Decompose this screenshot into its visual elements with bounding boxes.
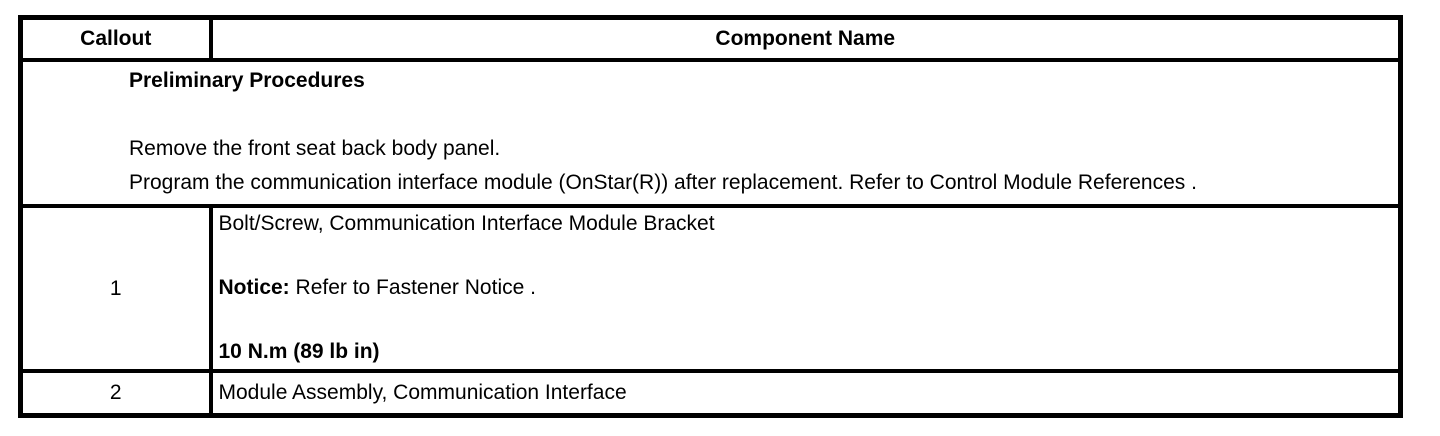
notice-label: Notice: xyxy=(218,276,290,299)
notice-text: Refer to Fastener Notice . xyxy=(289,276,536,299)
table-header-row: Callout Component Name xyxy=(18,15,1403,62)
callout-number-2: 2 xyxy=(18,369,213,418)
preliminary-procedures-cell: Preliminary Procedures Remove the front … xyxy=(18,58,1403,208)
preliminary-step-1: Remove the front seat back body panel. xyxy=(129,137,501,160)
callout-number-1: 1 xyxy=(18,204,213,373)
component-cell-1: Bolt/Screw, Communication Interface Modu… xyxy=(208,204,1403,373)
callout-column-header: Callout xyxy=(18,15,213,62)
table-row-callout-2: 2 Module Assembly, Communication Interfa… xyxy=(18,369,1403,418)
component-name-text: Module Assembly, Communication Interface xyxy=(218,381,627,404)
notice-line: Notice: Refer to Fastener Notice . xyxy=(219,272,1391,304)
component-callout-table: Callout Component Name Preliminary Proce… xyxy=(18,15,1403,418)
component-name-text: Bolt/Screw, Communication Interface Modu… xyxy=(218,212,715,235)
component-name-column-header: Component Name xyxy=(208,15,1403,62)
preliminary-procedures-row: Preliminary Procedures Remove the front … xyxy=(18,58,1403,208)
preliminary-procedures-title: Preliminary Procedures xyxy=(129,69,365,92)
spacer xyxy=(219,240,1391,272)
spacer xyxy=(219,304,1391,336)
preliminary-step-2: Program the communication interface modu… xyxy=(129,171,1197,194)
spacer xyxy=(129,98,1390,132)
torque-spec: 10 N.m (89 lb in) xyxy=(218,340,380,363)
table-row-callout-1: 1 Bolt/Screw, Communication Interface Mo… xyxy=(18,204,1403,373)
component-cell-2: Module Assembly, Communication Interface xyxy=(208,369,1403,418)
